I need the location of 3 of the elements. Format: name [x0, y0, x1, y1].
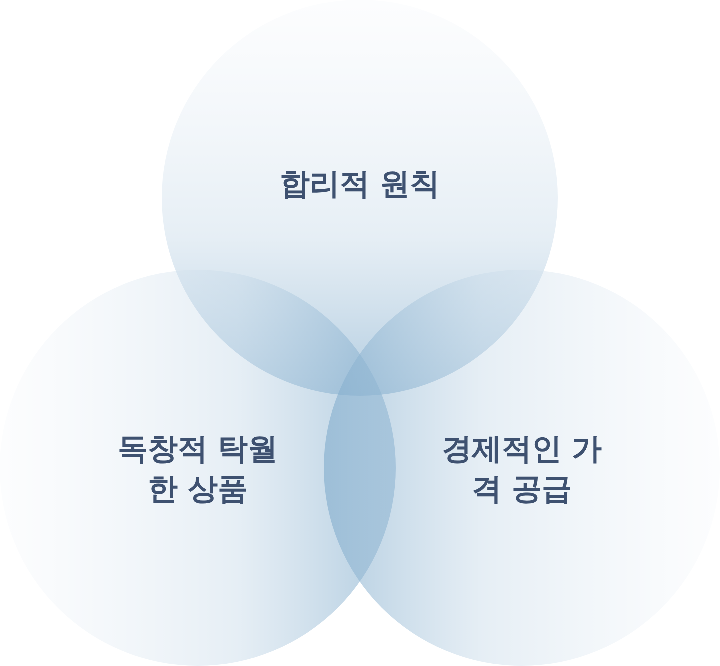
- circle-label: 합리적 원칙: [278, 166, 442, 204]
- circle-label: 독창적 탁월한 상품: [116, 431, 280, 509]
- circle-label: 경제적인 가격 공급: [440, 431, 604, 509]
